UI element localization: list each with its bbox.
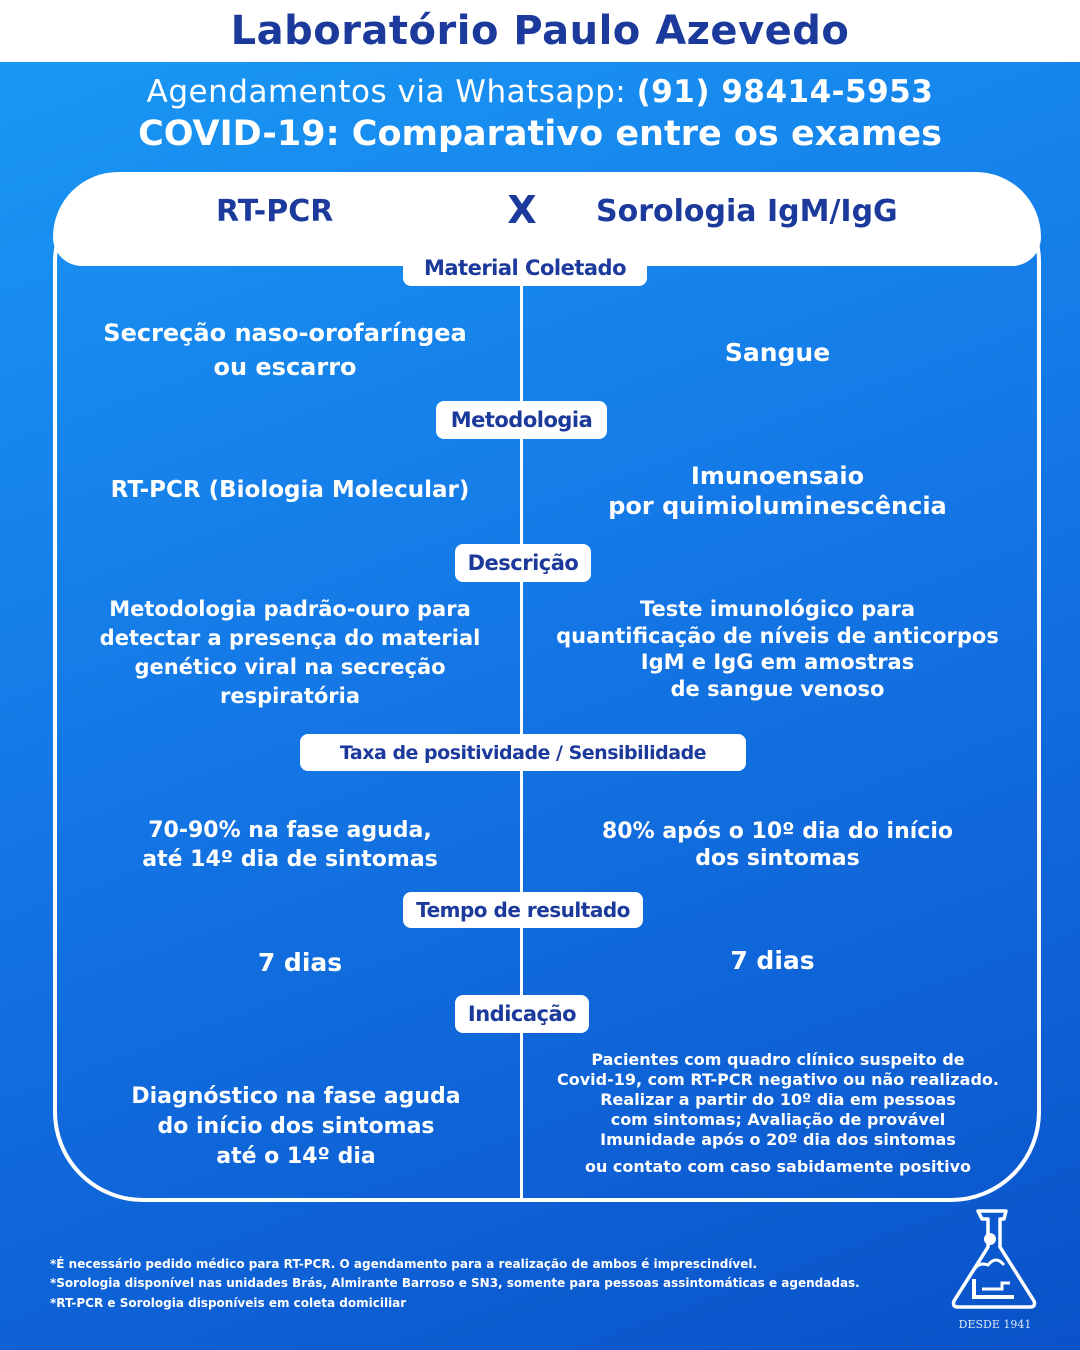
section-label-positividade: Taxa de positividade / Sensibilidade	[300, 734, 746, 771]
column-title-rtpcr: RT-PCR	[216, 194, 334, 229]
since-year: DESDE 1941	[958, 1318, 1032, 1331]
descricao-sorologia: Teste imunológico para quantificação de …	[556, 597, 999, 701]
column-title-sorologia: Sorologia IgM/IgG	[596, 194, 898, 229]
versus-mark: X	[507, 188, 537, 232]
tempo-rtpcr: 7 dias	[257, 947, 343, 977]
whatsapp-line: Agendamentos via Whatsapp: (91) 98414-59…	[0, 74, 1080, 110]
material-sorologia: Sangue	[724, 337, 831, 367]
material-rtpcr: Secreção naso-orofaríngea ou escarro	[103, 319, 467, 381]
footnote-coleta-domiciliar: *RT-PCR e Sorologia disponíveis em colet…	[50, 1296, 407, 1310]
headline: COVID-19: Comparativo entre os exames	[138, 114, 942, 154]
title-bar: Laboratório Paulo Azevedo	[0, 0, 1080, 62]
footnote-unidades: *Sorologia disponível nas unidades Brás,…	[50, 1276, 860, 1290]
metodologia-sorologia: Imunoensaio por quimioluminescência	[608, 462, 947, 520]
indicacao-sorologia-extra: ou contato com caso sabidamente positivo	[584, 1156, 972, 1176]
indicacao-rtpcr: Diagnóstico na fase aguda do início dos …	[131, 1084, 461, 1169]
indicacao-sorologia: Pacientes com quadro clínico suspeito de…	[557, 1050, 999, 1149]
metodologia-rtpcr: RT-PCR (Biologia Molecular)	[110, 477, 470, 503]
whatsapp-label: Agendamentos via Whatsapp:	[146, 74, 627, 110]
section-label-metodologia: Metodologia	[436, 401, 607, 439]
flask-logo-icon	[951, 1209, 1037, 1309]
lab-name: Laboratório Paulo Azevedo	[230, 8, 850, 54]
whatsapp-number[interactable]: (91) 98414-5953	[636, 74, 934, 110]
section-label-indicacao: Indicação	[455, 995, 589, 1033]
section-label-tempo: Tempo de resultado	[403, 892, 643, 928]
descricao-rtpcr: Metodologia padrão-ouro para detectar a …	[99, 597, 481, 708]
section-label-descricao: Descrição	[455, 544, 591, 582]
column-divider	[520, 266, 523, 1200]
positividade-sorologia: 80% após o 10º dia do início dos sintoma…	[602, 819, 953, 871]
section-label-material: Material Coletado	[403, 250, 647, 286]
footnote-pedido-medico: *É necessário pedido médico para RT-PCR.…	[50, 1257, 758, 1271]
tempo-sorologia: 7 dias	[730, 945, 815, 975]
positividade-rtpcr: 70-90% na fase aguda, até 14º dia de sin…	[142, 818, 438, 872]
